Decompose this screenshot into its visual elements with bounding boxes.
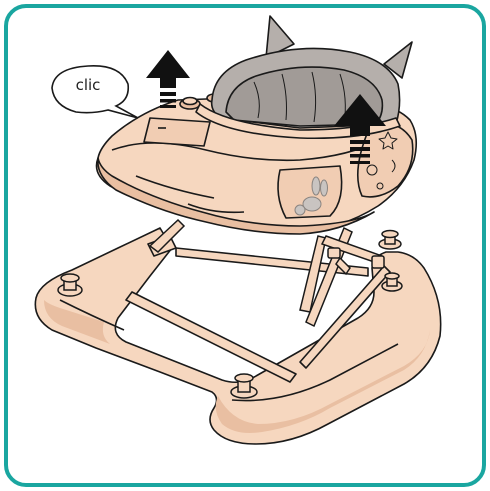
speech-bubble-icon [51, 65, 139, 119]
up-arrow-icon [146, 50, 190, 108]
star-decals [366, 131, 398, 190]
bunny-decal [294, 176, 328, 216]
base-knobs [57, 229, 403, 399]
clic-callout-text: clic [75, 76, 101, 94]
up-arrow-icon [334, 94, 386, 164]
walker-legs [148, 218, 385, 328]
